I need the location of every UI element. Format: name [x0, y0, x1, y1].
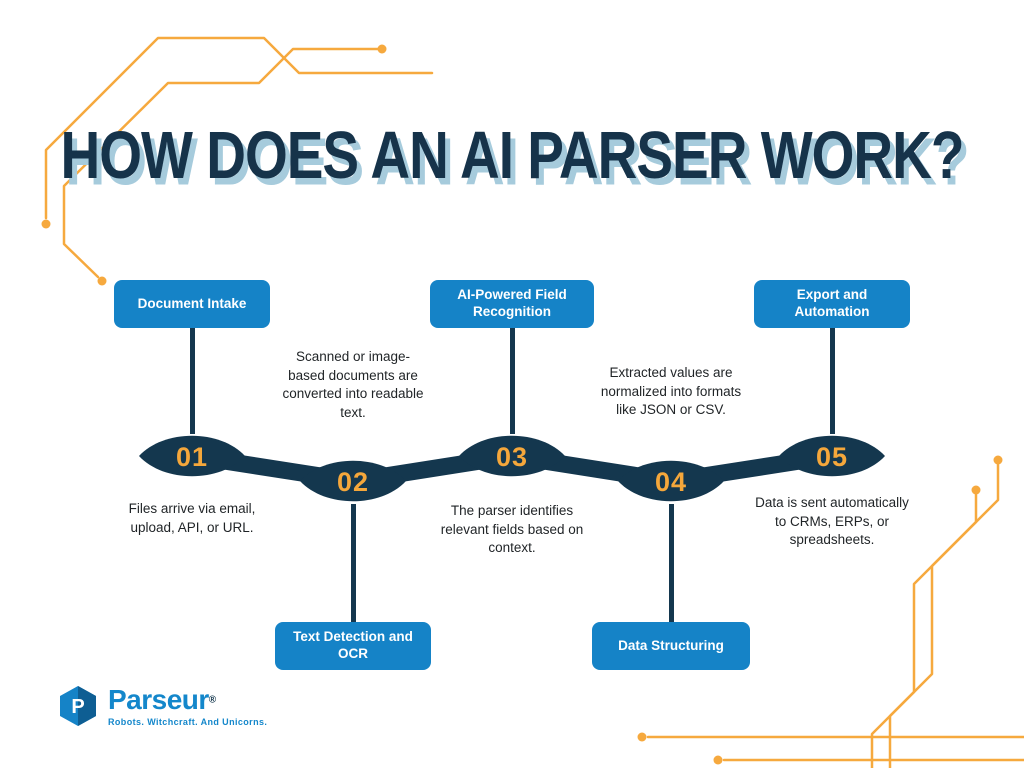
step-label-box-document-intake: Document Intake [114, 280, 270, 328]
connector-line-step-3 [510, 326, 515, 434]
step-label-text: Export and Automation [794, 287, 870, 319]
step-label-box-ai-field-recognition: AI-Powered Field Recognition [430, 280, 594, 328]
step-label-text: Text Detection and OCR [293, 629, 413, 661]
brand-name: Parseur [108, 683, 209, 715]
logo-letter: P [71, 696, 84, 718]
step-number-2: 02 [337, 467, 369, 497]
step-number-4: 04 [655, 467, 687, 497]
step-node-1 [139, 435, 245, 477]
connector-line-step-5 [830, 326, 835, 434]
step-description-3: The parser identifies relevant fields ba… [440, 503, 584, 556]
step-label-box-export-automation: Export and Automation [754, 280, 910, 328]
step-label-text: AI-Powered Field Recognition [457, 287, 567, 319]
step-description-4: Extracted values are normalized into for… [600, 365, 742, 418]
step-node-3 [459, 435, 565, 477]
step-description-2: Scanned or image-based documents are con… [282, 349, 424, 420]
page-title: HOW DOES AN AI PARSER WORK? [60, 117, 965, 193]
brand-text: Parseur® Robots. Witchcraft. And Unicorn… [108, 683, 268, 727]
parseur-hexagon-logo-icon: P [60, 686, 96, 726]
step-number-5: 05 [816, 442, 848, 472]
step-number-1: 01 [176, 442, 208, 472]
brand-tagline: Robots. Witchcraft. And Unicorns. [108, 716, 268, 727]
connector-line-step-2 [351, 504, 356, 624]
connector-line-step-4 [669, 504, 674, 624]
registered-mark: ® [208, 694, 217, 706]
step-node-4 [618, 460, 724, 502]
timeline: 01 02 03 04 05 [139, 435, 885, 502]
step-description-1: Files arrive via email, upload, API, or … [128, 501, 256, 535]
step-label-box-text-detection-ocr: Text Detection and OCR [275, 622, 431, 670]
step-label-text: Document Intake [137, 295, 247, 311]
brand-logo: P Parseur® Robots. Witchcraft. And Unico… [58, 684, 267, 728]
step-description-5: Data is sent automatically to CRMs, ERPs… [755, 495, 909, 548]
step-label-box-data-structuring: Data Structuring [592, 622, 750, 670]
step-node-2 [300, 460, 406, 502]
step-node-5 [779, 435, 885, 477]
step-label-text: Data Structuring [618, 637, 724, 653]
connector-line-step-1 [190, 326, 195, 434]
step-number-3: 03 [496, 442, 528, 472]
